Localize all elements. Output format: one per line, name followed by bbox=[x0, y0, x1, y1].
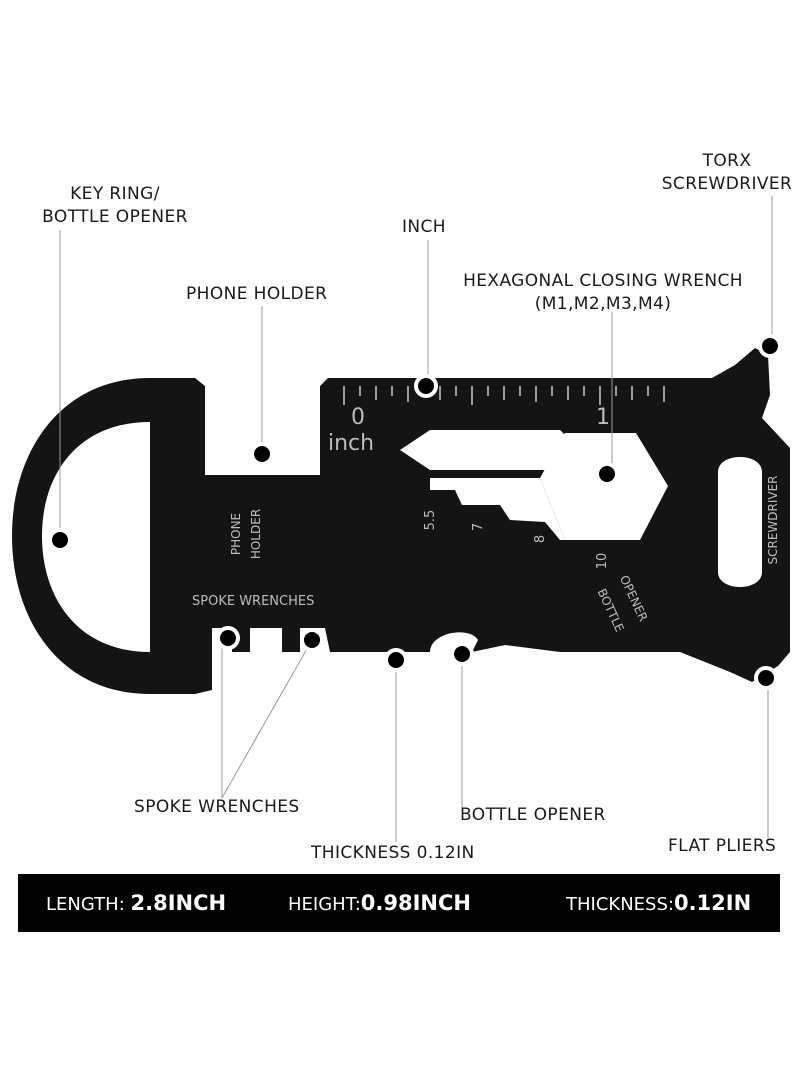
marker-key-ring bbox=[48, 528, 72, 552]
callout-key-ring-line1: KEY RING/ bbox=[70, 184, 160, 204]
callout-hex-wrench-line1: HEXAGONAL CLOSING WRENCH bbox=[463, 271, 743, 291]
spec-height-label: HEIGHT: bbox=[288, 894, 361, 915]
marker-spoke-b bbox=[300, 628, 324, 652]
callout-markers bbox=[48, 334, 782, 690]
screwdriver-engraving: SCREWDRIVER bbox=[766, 475, 780, 564]
marker-torx bbox=[758, 334, 782, 358]
marker-bottle-opener bbox=[450, 642, 474, 666]
hex-wrench-cutout bbox=[540, 433, 668, 540]
callout-hex-wrench-line2: (M1,M2,M3,M4) bbox=[534, 294, 672, 314]
marker-spoke-a bbox=[216, 626, 240, 650]
leader-lines bbox=[59, 196, 773, 842]
marker-flat-pliers bbox=[754, 666, 778, 690]
callout-inch: INCH bbox=[402, 217, 446, 237]
spec-length: LENGTH: 2.8INCH bbox=[46, 874, 226, 932]
callout-key-ring-line2: BOTTLE OPENER bbox=[42, 207, 188, 227]
marker-hex-wrench bbox=[595, 462, 619, 486]
spec-bar: LENGTH: 2.8INCH HEIGHT:0.98INCH THICKNES… bbox=[18, 874, 780, 932]
callout-key-ring: KEY RING/ BOTTLE OPENER bbox=[20, 183, 210, 229]
multitool-body bbox=[12, 348, 790, 694]
marker-phone-holder bbox=[250, 442, 274, 466]
spec-thickness-label: THICKNESS: bbox=[566, 894, 674, 915]
spec-height: HEIGHT:0.98INCH bbox=[288, 874, 471, 932]
ruler-unit-engraving: inch bbox=[328, 431, 374, 456]
callout-hex-wrench: HEXAGONAL CLOSING WRENCH (M1,M2,M3,M4) bbox=[448, 270, 758, 316]
phone-holder-engraving-1: PHONE bbox=[229, 513, 243, 555]
size-5-5-engraving: 5.5 bbox=[423, 510, 438, 531]
callout-torx-line2: SCREWDRIVER bbox=[661, 174, 793, 194]
callout-torx-line1: TORX bbox=[702, 151, 752, 171]
ruler-one-engraving: 1 bbox=[596, 405, 610, 430]
size-8-engraving: 8 bbox=[533, 535, 548, 543]
phone-holder-engraving-2: HOLDER bbox=[249, 509, 263, 559]
spec-thickness-value: 0.12IN bbox=[673, 891, 752, 915]
callout-spoke-wrenches: SPOKE WRENCHES bbox=[134, 797, 300, 817]
callout-thickness: THICKNESS 0.12IN bbox=[311, 843, 475, 863]
spec-height-value: 0.98INCH bbox=[360, 891, 471, 915]
spec-length-label: LENGTH: bbox=[46, 894, 131, 915]
stepped-wrench-slot bbox=[430, 478, 565, 540]
spoke-wrench-engraving: SPOKE WRENCHES bbox=[192, 594, 314, 609]
ruler-zero-engraving: 0 bbox=[351, 405, 365, 430]
marker-thickness bbox=[384, 648, 408, 672]
spec-length-value: 2.8INCH bbox=[130, 891, 227, 915]
callout-bottle-opener: BOTTLE OPENER bbox=[460, 805, 606, 825]
callout-torx: TORX SCREWDRIVER bbox=[654, 150, 800, 196]
spec-thickness: THICKNESS:0.12IN bbox=[566, 874, 751, 932]
size-7-engraving: 7 bbox=[471, 523, 486, 531]
marker-inch bbox=[414, 374, 438, 398]
callout-flat-pliers: FLAT PLIERS bbox=[668, 836, 777, 856]
leader-spoke-b bbox=[221, 639, 313, 799]
size-10-engraving: 10 bbox=[595, 553, 610, 570]
callout-phone-holder: PHONE HOLDER bbox=[186, 284, 328, 304]
